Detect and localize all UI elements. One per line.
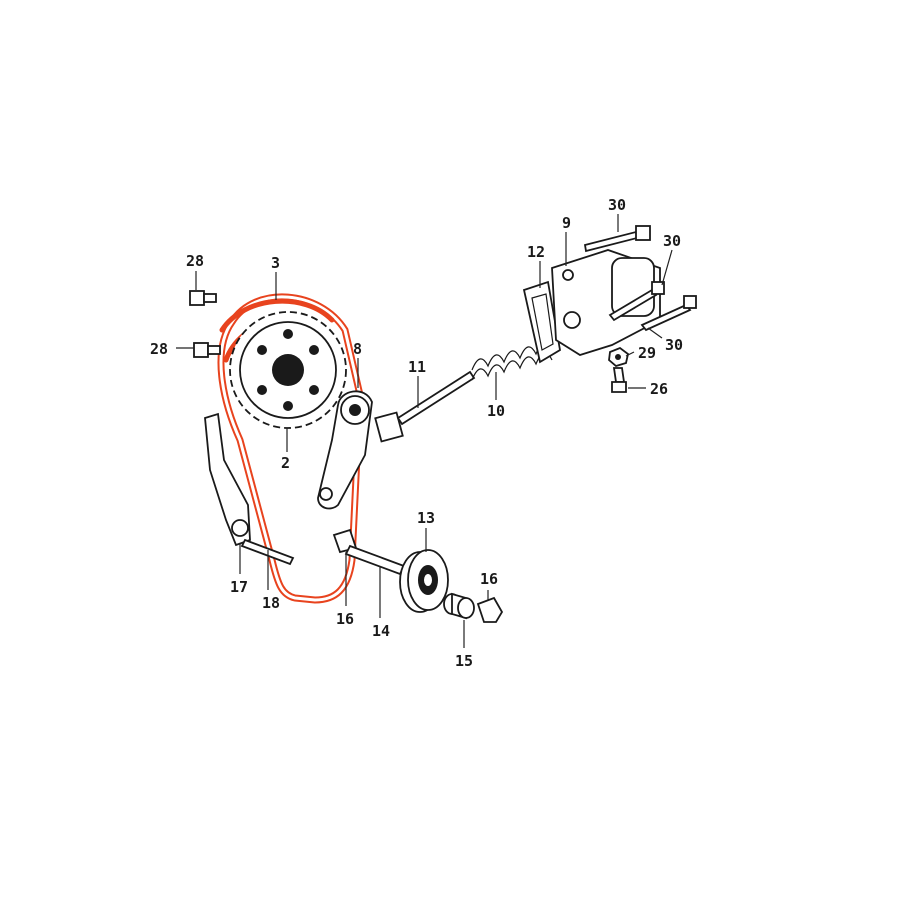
collar-15 <box>443 592 475 620</box>
chain-guide-17 <box>204 412 251 547</box>
label-part-26: 26 <box>650 380 668 398</box>
tensioner-housing-9 <box>551 249 661 356</box>
bolt-30-lower <box>640 295 697 332</box>
sprocket-hole <box>283 401 293 411</box>
bolt-30-middle <box>608 281 665 322</box>
label-part-16: 16 <box>336 610 354 628</box>
sprocket-hole <box>309 385 319 395</box>
bolt-28-upper <box>189 290 217 306</box>
label-part-11: 11 <box>408 358 426 376</box>
label-part-30: 30 <box>663 232 681 250</box>
cam-sprocket <box>229 311 347 429</box>
label-part-15: 15 <box>455 652 473 670</box>
label-part-17: 17 <box>230 578 248 596</box>
cap-16 <box>476 596 504 623</box>
label-part-3: 3 <box>271 254 280 272</box>
label-part-8: 8 <box>353 340 362 358</box>
sprocket-hole <box>309 345 319 355</box>
chain-inner-strand <box>219 295 362 602</box>
label-part-30: 30 <box>665 336 683 354</box>
sprocket-hole <box>257 345 267 355</box>
push-rod-11 <box>374 370 476 443</box>
sprocket-hole <box>257 385 267 395</box>
sprocket-hub <box>272 354 304 386</box>
gasket-12 <box>522 280 561 364</box>
bolt-30-top <box>583 225 651 253</box>
label-part-29: 29 <box>638 344 656 362</box>
roller-13 <box>399 549 449 613</box>
label-part-16: 16 <box>480 570 498 588</box>
label-part-14: 14 <box>372 622 390 640</box>
label-part-30: 30 <box>608 196 626 214</box>
label-part-18: 18 <box>262 594 280 612</box>
label-part-28: 28 <box>150 340 168 358</box>
sprocket-hole <box>283 329 293 339</box>
label-part-9: 9 <box>562 214 571 232</box>
callout-labels: 28 28 3 2 8 11 10 12 9 30 30 30 29 26 13… <box>150 196 683 670</box>
label-part-28: 28 <box>186 252 204 270</box>
label-part-12: 12 <box>527 243 545 261</box>
tensioner-arm-8 <box>317 390 373 510</box>
bolt-26 <box>611 367 627 393</box>
nut-29 <box>608 346 630 368</box>
label-part-2: 2 <box>281 454 290 472</box>
label-part-13: 13 <box>417 509 435 527</box>
label-part-10: 10 <box>487 402 505 420</box>
bolt-28-lower <box>193 342 221 358</box>
leader-lines <box>176 214 673 648</box>
